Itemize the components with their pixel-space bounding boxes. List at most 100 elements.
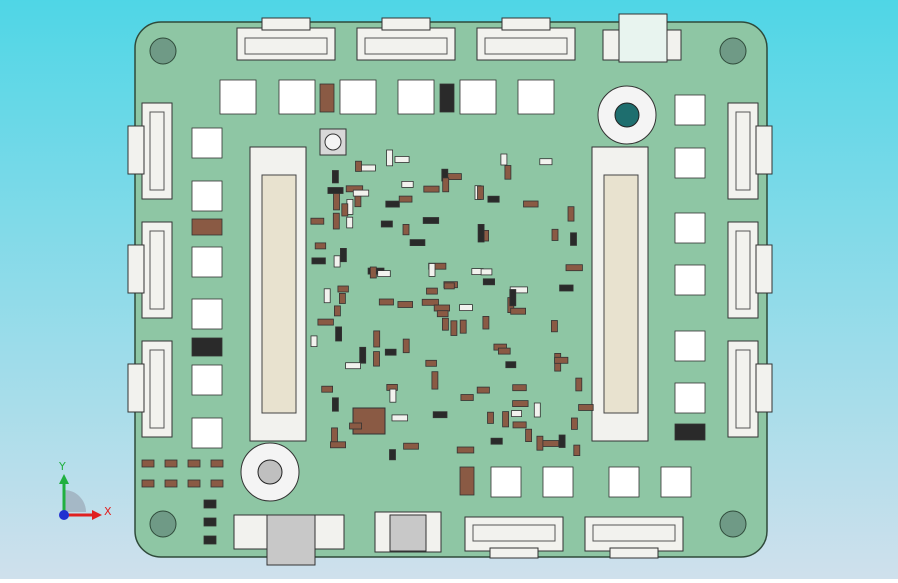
smd-part — [401, 180, 414, 188]
smd-part — [482, 278, 495, 286]
smd-part — [565, 264, 583, 272]
smd-part — [490, 437, 503, 445]
capacitor — [459, 466, 475, 496]
smd-part — [450, 320, 458, 336]
smd-part — [210, 459, 224, 468]
smd-part — [333, 255, 341, 268]
smd-part — [442, 177, 450, 193]
smd-part — [431, 371, 439, 390]
smd-part — [337, 285, 349, 293]
smd-part — [505, 361, 517, 369]
antenna-connector — [319, 128, 347, 156]
smd-part — [578, 404, 594, 411]
smd-part — [384, 348, 397, 356]
pad — [397, 79, 435, 115]
smd-part — [311, 257, 326, 265]
smd-part — [559, 284, 574, 292]
connector-bottom-1 — [233, 514, 345, 566]
smd-part — [436, 310, 449, 318]
smd-part — [210, 479, 224, 488]
connector-top-2 — [356, 17, 456, 61]
smd-part — [497, 347, 511, 355]
smd-part — [332, 212, 340, 230]
smd-part — [571, 417, 578, 430]
smd-part — [389, 449, 396, 461]
pad — [674, 94, 706, 126]
standoff-bottom-left — [240, 442, 300, 502]
smd-part — [338, 292, 346, 304]
smd-part — [523, 200, 539, 208]
connector-left-2 — [127, 221, 173, 319]
top-connectors — [236, 13, 682, 63]
smd-part — [402, 223, 410, 236]
board-to-board-connector-right — [591, 146, 649, 442]
smd-part — [333, 305, 341, 317]
smd-part — [359, 346, 367, 364]
smd-part — [487, 411, 494, 424]
smd-part — [339, 247, 347, 263]
smd-part — [187, 459, 201, 468]
smd-part — [426, 287, 438, 295]
pad — [191, 127, 223, 159]
pad — [191, 364, 223, 396]
connector-bottom-2 — [374, 511, 442, 553]
mounting-hole-bottom-right — [719, 510, 747, 538]
pad — [542, 466, 574, 498]
pad — [660, 466, 692, 498]
axis-label-y: Y — [58, 460, 66, 473]
white-pads — [191, 79, 706, 498]
connector-bottom-4 — [584, 516, 684, 559]
smd-part — [141, 459, 155, 468]
mounting-hole-top-left — [149, 37, 177, 65]
connector-top-1 — [236, 17, 336, 61]
smd-part — [403, 442, 419, 450]
smd-part — [441, 317, 449, 331]
smd-part — [551, 228, 559, 241]
smd-part — [512, 400, 529, 408]
smd-part — [331, 397, 339, 412]
smd-part — [203, 499, 217, 509]
pad — [608, 466, 640, 498]
smd-part — [352, 189, 370, 197]
smd-part — [345, 362, 361, 370]
board-to-board-connector-left — [249, 146, 307, 442]
smd-part — [423, 185, 440, 193]
pad — [674, 330, 706, 362]
smd-part — [459, 304, 473, 312]
smd-part — [355, 160, 362, 172]
axis-triad: X Y — [58, 460, 112, 520]
smd-part — [504, 165, 512, 180]
smd-part — [421, 298, 439, 306]
smd-part — [533, 402, 541, 418]
smd-part — [141, 479, 155, 488]
smd-part — [482, 315, 490, 330]
smd-part — [314, 242, 327, 250]
bottom-connectors — [233, 511, 684, 566]
smd-part — [187, 479, 201, 488]
connector-right-2 — [727, 221, 773, 319]
connector-top-3 — [476, 17, 576, 61]
pad — [674, 212, 706, 244]
smd-part — [321, 385, 334, 393]
smd-part — [433, 304, 451, 312]
smd-part — [349, 422, 362, 430]
smd-part — [380, 220, 393, 228]
smd-part — [389, 388, 397, 403]
smd-part — [341, 203, 349, 217]
pad — [674, 264, 706, 296]
smd-part — [385, 200, 400, 208]
left-connectors — [127, 102, 173, 438]
right-connectors — [727, 102, 773, 438]
connector-bottom-3 — [464, 516, 564, 559]
pad — [674, 382, 706, 414]
smd-part — [476, 386, 490, 394]
smd-part — [329, 441, 346, 449]
mounting-holes — [149, 37, 747, 538]
axis-origin — [59, 510, 69, 520]
standoff-top-right — [597, 85, 657, 145]
pad — [191, 180, 223, 212]
pad — [517, 79, 555, 115]
smd-part — [377, 270, 391, 278]
